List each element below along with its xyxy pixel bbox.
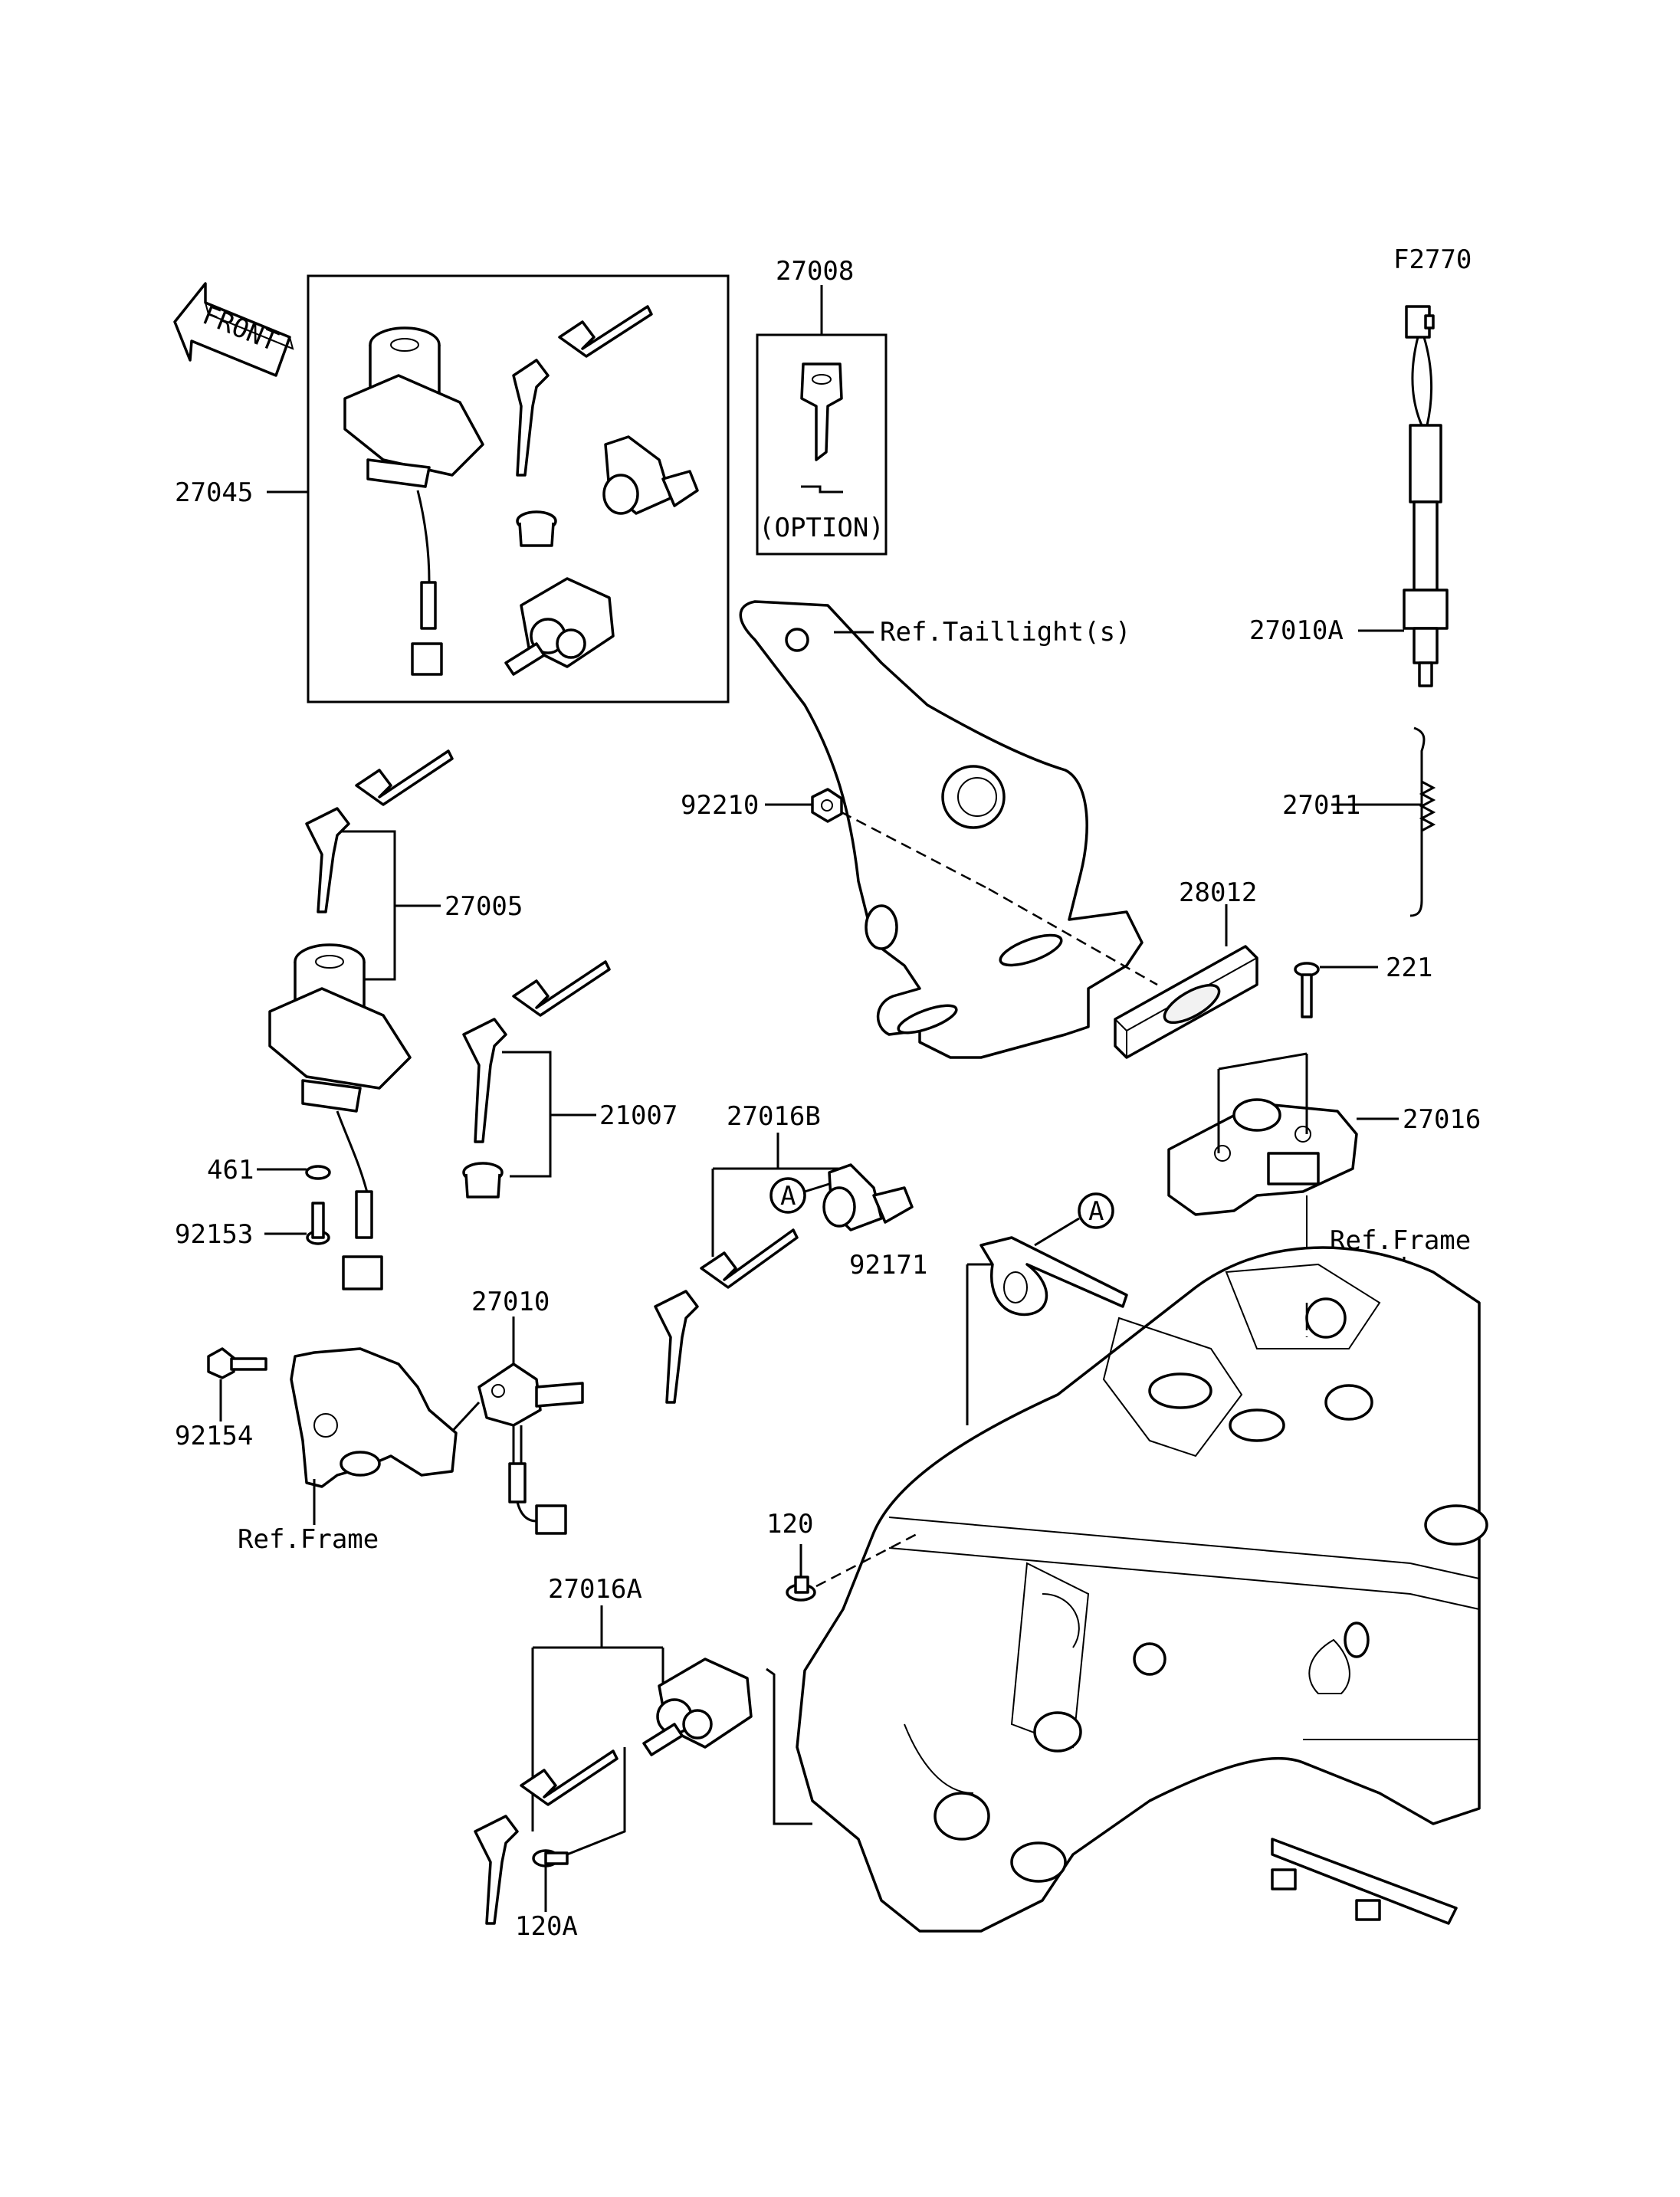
circle-ref-a-label-right: A (1088, 1196, 1104, 1227)
key-pair-icon (512, 305, 653, 477)
nut-icon (811, 788, 843, 823)
front-arrow-icon: FRONT (173, 282, 294, 377)
washer-icon (305, 1165, 331, 1180)
label-92154: 92154 (175, 1421, 253, 1451)
circle-ref-a-right: A (1078, 1192, 1114, 1229)
label-92153: 92153 (175, 1219, 253, 1250)
label-27016B: 27016B (727, 1101, 821, 1132)
ignition-set-group (307, 274, 730, 703)
label-ref-taillight: Ref.Taillight(s) (880, 617, 1131, 648)
label-120A: 120A (515, 1911, 578, 1942)
label-461: 461 (207, 1155, 254, 1185)
reflector-icon (1114, 945, 1258, 1059)
label-27010: 27010 (471, 1287, 550, 1317)
label-27005: 27005 (445, 891, 523, 922)
ignition-switch-icon (343, 326, 484, 676)
label-92171: 92171 (849, 1250, 927, 1280)
screw-icon (1294, 962, 1320, 1018)
key-icon (800, 362, 843, 461)
ignition-switch-key-icon (268, 749, 454, 1290)
label-27011: 27011 (1282, 790, 1360, 821)
cap-icon (516, 510, 557, 547)
label-221: 221 (1386, 953, 1432, 983)
key-pair-icon-27016A (474, 1749, 619, 1925)
option-note: (OPTION) (759, 513, 884, 543)
figure-code: F2770 (1393, 244, 1472, 275)
label-27008: 27008 (776, 256, 854, 287)
brake-switch-icon (1403, 305, 1449, 687)
seat-lock-icon-27016A (642, 1658, 753, 1756)
key-pair-icon-27016B (654, 1228, 799, 1404)
circle-ref-a-label: A (780, 1181, 796, 1212)
label-120: 120 (766, 1509, 813, 1540)
label-ref-frame-left: Ref.Frame (238, 1524, 379, 1555)
frame-bracket-icon (290, 1347, 458, 1488)
screw-icon-92153 (306, 1202, 330, 1245)
taillight-bracket-icon (739, 600, 1144, 1059)
circle-ref-a-left: A (769, 1177, 806, 1214)
lock-cylinder-icon (602, 435, 699, 515)
label-27016A: 27016A (548, 1574, 642, 1605)
label-27045: 27045 (175, 477, 253, 508)
key-cap-icon (462, 960, 611, 1199)
bolt-icon (207, 1347, 267, 1379)
option-key-group: (OPTION) (756, 333, 888, 556)
label-92210: 92210 (681, 790, 759, 821)
lock-holder-icon (1167, 1098, 1358, 1216)
bolt-icon-120A (532, 1849, 569, 1867)
cable-guide-icon (979, 1236, 1128, 1317)
seat-lock-icon (504, 577, 615, 676)
label-27016: 27016 (1403, 1104, 1481, 1135)
side-stand-switch-icon (477, 1362, 584, 1535)
spring-icon (1409, 726, 1436, 917)
label-28012: 28012 (1179, 877, 1257, 908)
label-21007: 21007 (599, 1100, 678, 1131)
lock-cylinder-icon-27016B (822, 1163, 914, 1231)
main-frame-icon (796, 1246, 1488, 1933)
bolt-icon-120 (786, 1576, 816, 1602)
label-27010A: 27010A (1249, 615, 1344, 646)
